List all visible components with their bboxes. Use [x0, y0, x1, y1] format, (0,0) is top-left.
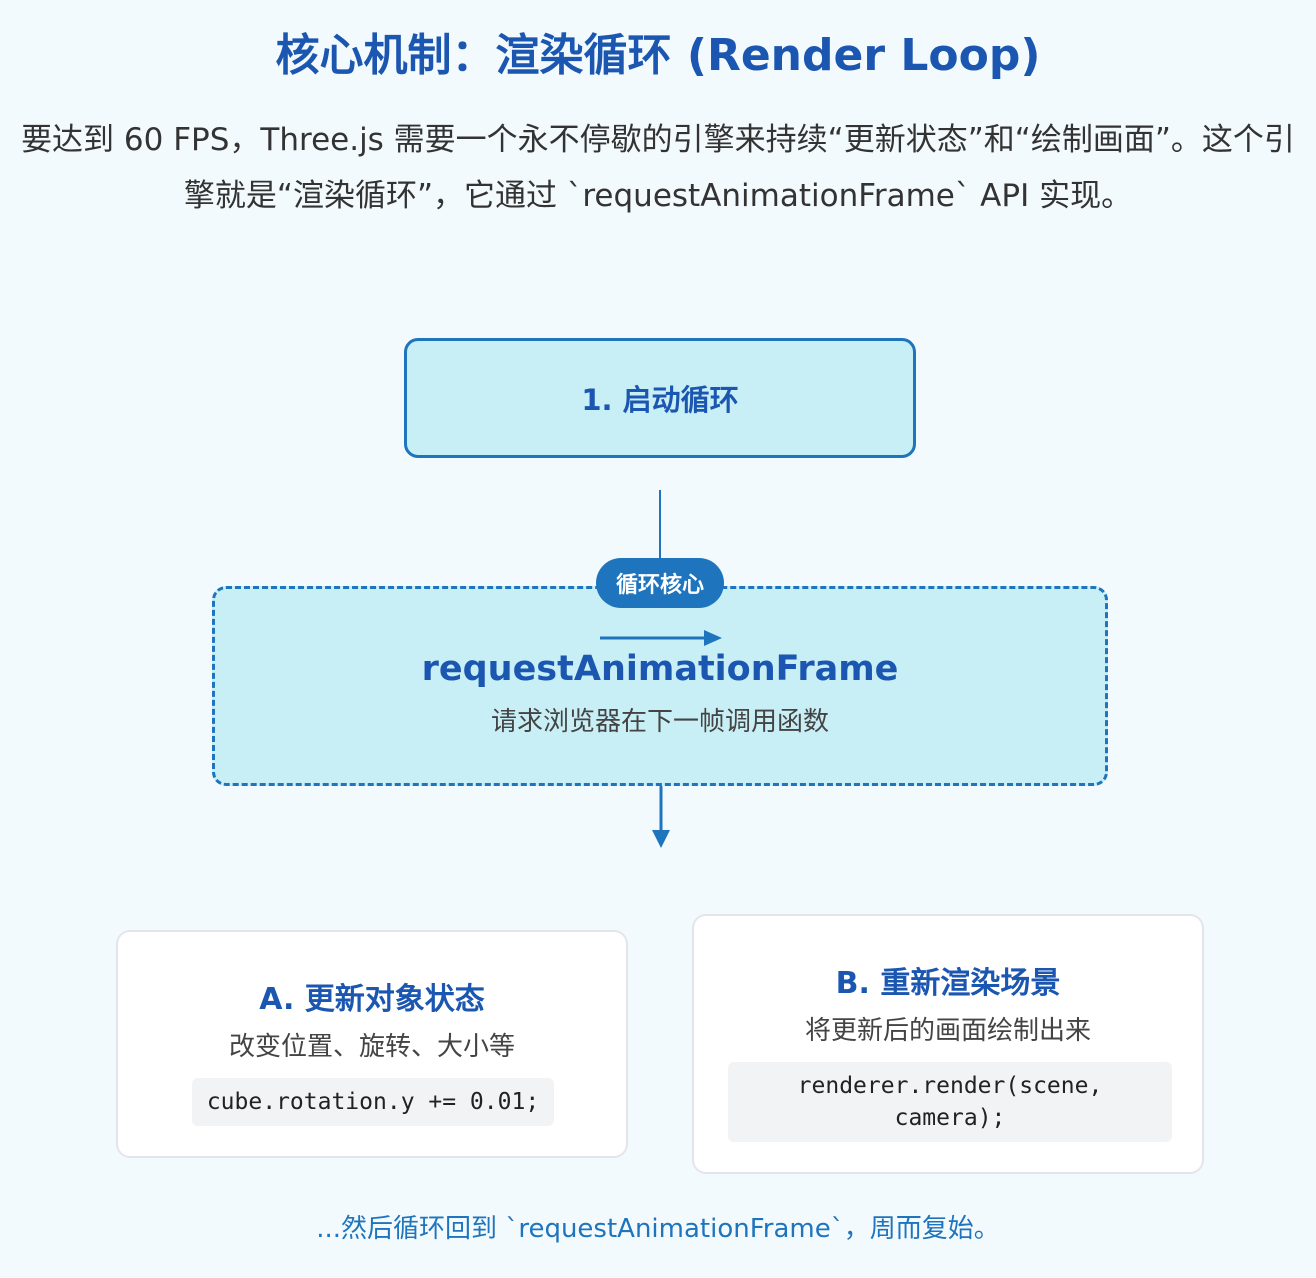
page-title: 核心机制：渲染循环 (Render Loop): [275, 30, 1041, 81]
right-arrow-icon: [600, 630, 722, 646]
intro-paragraph: 要达到 60 FPS，Three.js 需要一个永不停歇的引擎来持续“更新状态”…: [21, 122, 1295, 214]
core-subtitle: 请求浏览器在下一帧调用函数: [490, 707, 829, 737]
connector-line: [659, 490, 661, 562]
rerender-code: renderer.render(scene, camera);: [728, 1062, 1172, 1142]
core-title: requestAnimationFrame: [421, 649, 899, 689]
core-loop-box: requestAnimationFrame 请求浏览器在下一帧调用函数: [212, 586, 1108, 786]
rerender-card: B. 重新渲染场景 将更新后的画面绘制出来 renderer.render(sc…: [692, 914, 1204, 1174]
start-loop-label: 1. 启动循环: [581, 383, 739, 417]
update-state-desc: 改变位置、旋转、大小等: [228, 1032, 515, 1062]
rerender-title: B. 重新渲染场景: [835, 966, 1061, 1001]
rerender-desc: 将更新后的画面绘制出来: [804, 1016, 1091, 1046]
core-badge: 循环核心: [596, 558, 724, 608]
update-state-card: A. 更新对象状态 改变位置、旋转、大小等 cube.rotation.y +=…: [116, 930, 628, 1158]
footer-note: ...然后循环回到 `requestAnimationFrame`，周而复始。: [316, 1214, 1000, 1244]
start-loop-box: 1. 启动循环: [404, 338, 916, 458]
update-state-code: cube.rotation.y += 0.01;: [192, 1078, 554, 1126]
down-arrow-icon: [652, 786, 670, 848]
update-state-title: A. 更新对象状态: [259, 982, 485, 1017]
